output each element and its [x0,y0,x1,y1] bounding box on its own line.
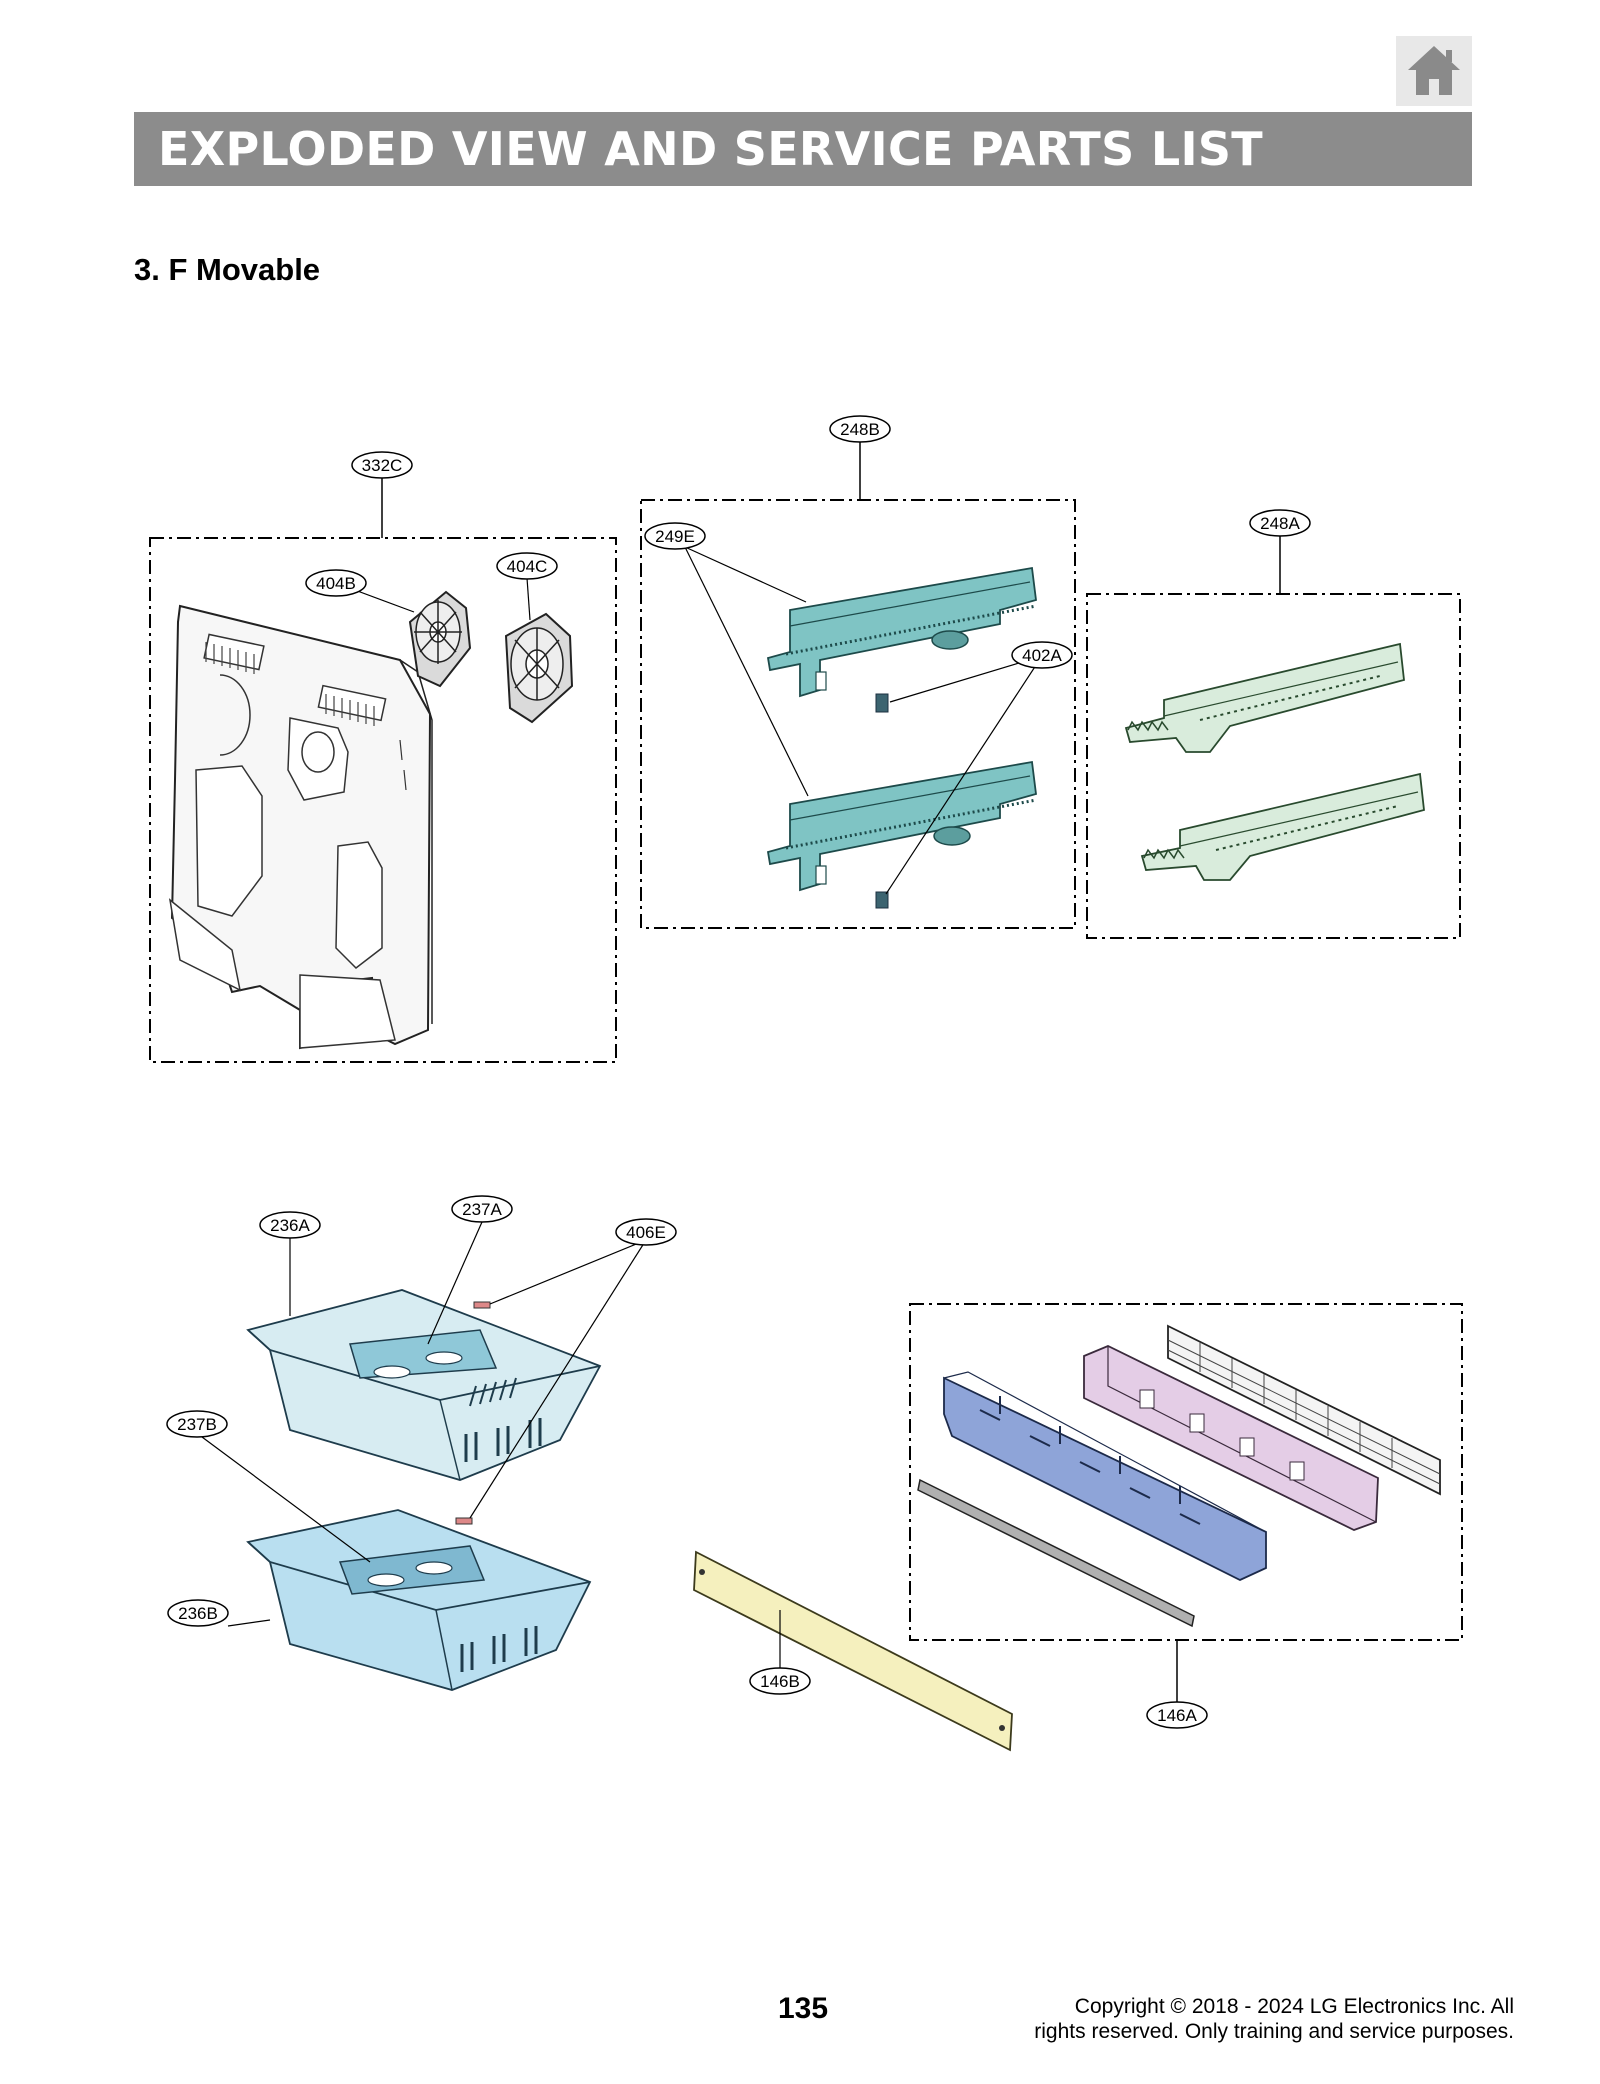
callout-402a[interactable]: 402A [1011,641,1073,669]
callout-label: 236B [178,1604,218,1623]
callout-label: 248A [1260,514,1300,533]
callout-label: 406E [626,1223,666,1242]
teal-rail-upper-part [766,566,1037,698]
callout-237b[interactable]: 237B [166,1410,228,1438]
callout-236a[interactable]: 236A [259,1211,321,1239]
page-number: 135 [777,1992,829,2025]
copyright-notice: Copyright © 2018 - 2024 LG Electronics I… [814,1994,1514,2044]
callout-label: 237B [177,1415,217,1434]
copyright-line-2: rights reserved. Only training and servi… [1034,2020,1514,2043]
callout-label: 236A [270,1216,310,1235]
green-rail-upper-part [1124,642,1405,753]
title-banner: EXPLODED VIEW AND SERVICE PARTS LIST [134,112,1472,186]
callout-label: 249E [655,527,695,546]
fan-404b-part [408,590,472,688]
callout-249e[interactable]: 249E [644,522,706,550]
screw-406e-part [455,1301,491,1525]
callout-237a[interactable]: 237A [451,1195,513,1223]
home-button[interactable] [1396,36,1472,106]
group-146b: 146B [693,1550,1013,1752]
pink-duct-part [1083,1345,1379,1531]
grille-cover-part [1167,1324,1441,1496]
callout-label: 404C [507,557,548,576]
copyright-line-1: Copyright © 2018 - 2024 LG Electronics I… [1074,1995,1514,2018]
callout-406e[interactable]: 406E [615,1218,677,1246]
callout-248b[interactable]: 248B [829,415,891,443]
green-rail-lower-part [1140,772,1425,881]
group-146a: 146A [909,1303,1463,1729]
group-248b: 248B 249E 402A [640,415,1076,929]
callout-label: 402A [1022,646,1062,665]
callout-label: 332C [362,456,403,475]
fan-404c-part [504,612,574,724]
stopper-402a-part [875,693,889,909]
callout-146a[interactable]: 146A [1146,1701,1208,1729]
section-title: 3. F Movable [134,252,321,287]
page-title: EXPLODED VIEW AND SERVICE PARTS LIST [158,122,1263,176]
teal-rail-lower-part [766,760,1037,892]
callout-label: 237A [462,1200,502,1219]
callout-404c[interactable]: 404C [496,552,558,580]
callout-332c[interactable]: 332C [351,451,413,479]
rear-panel-part [168,604,433,1050]
group-baskets: 236A 237A 406E 237B 236B [166,1195,677,1691]
gasket-strip-part [917,1478,1195,1628]
callout-label: 146B [760,1672,800,1691]
group-332c: 332C 404B 404C [149,451,617,1063]
callout-404b[interactable]: 404B [305,569,367,597]
group-248a: 248A [1086,509,1461,939]
callout-146b[interactable]: 146B [749,1667,811,1695]
callout-248a[interactable]: 248A [1249,509,1311,537]
basket-upper-236a-part [246,1289,602,1481]
callout-236b[interactable]: 236B [167,1599,229,1627]
blue-cover-part [943,1371,1267,1581]
basket-lower-236b-part [246,1509,592,1691]
callout-label: 248B [840,420,880,439]
home-icon [1408,46,1460,95]
callout-label: 404B [316,574,356,593]
callout-label: 146A [1157,1706,1197,1725]
